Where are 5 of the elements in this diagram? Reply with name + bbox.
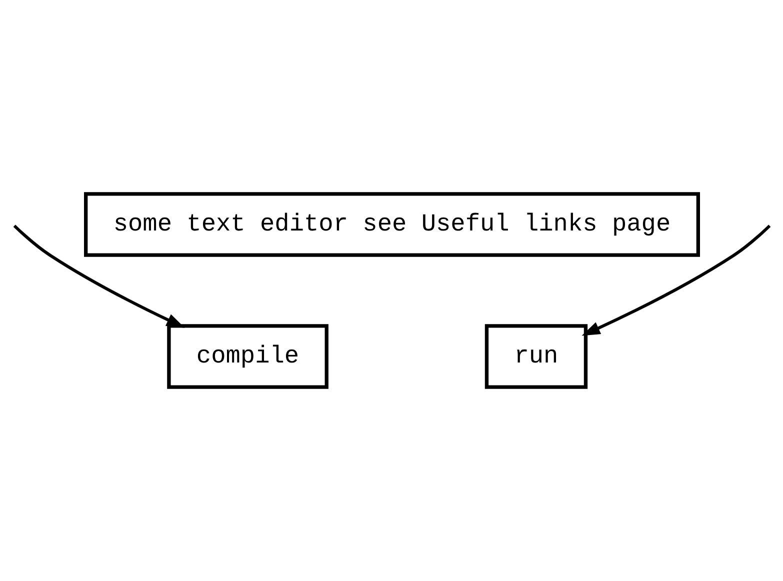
arrow	[581, 224, 770, 336]
node-box: compile	[166, 324, 328, 389]
node-box: run	[484, 324, 588, 389]
arrow	[12, 224, 184, 328]
node-box: some text editor see Useful links page	[84, 192, 700, 257]
